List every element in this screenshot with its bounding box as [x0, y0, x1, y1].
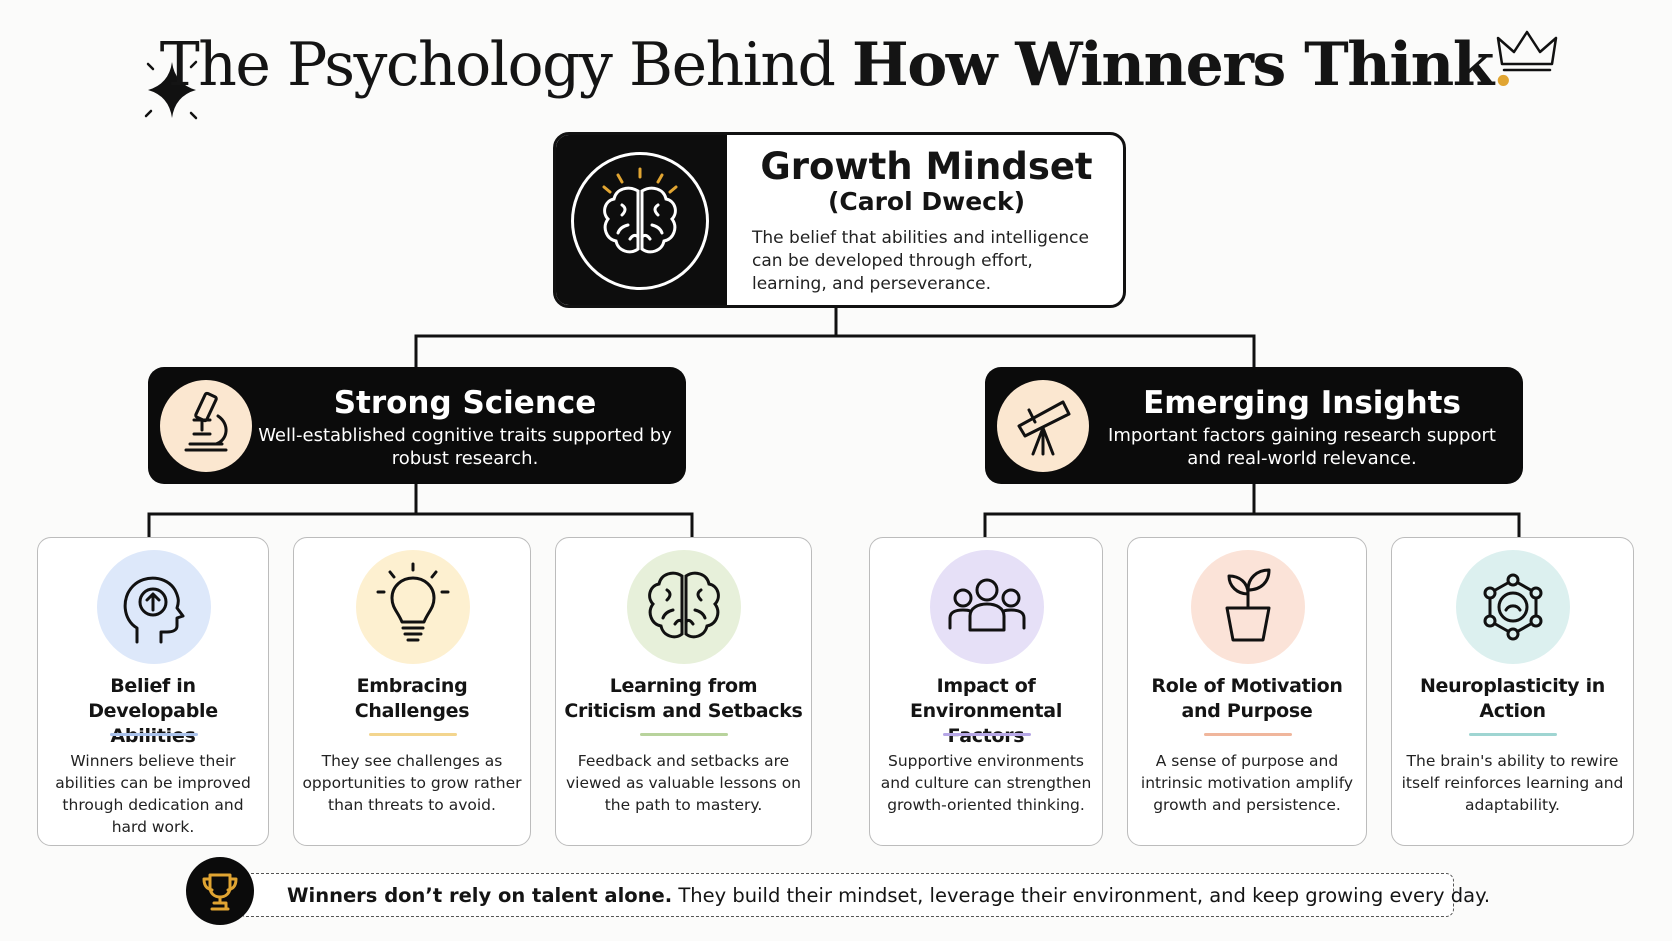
growth-mindset-title: Growth Mindset	[760, 145, 1093, 188]
brain-icon	[602, 167, 678, 254]
card-neuroplasticity: Neuroplasticity in Action The brain's ab…	[1391, 537, 1634, 846]
brain-icon-circle	[571, 152, 709, 290]
card-description: Supportive environments and culture can …	[880, 752, 1092, 814]
card-environmental-factors: Impact of Environmental Factors Supporti…	[869, 537, 1103, 846]
card-description: The brain's ability to rewire itself rei…	[1401, 752, 1624, 814]
growth-mindset-icon-panel	[556, 135, 727, 305]
microscope-icon-circle	[160, 380, 252, 472]
card-underline	[110, 733, 198, 736]
plant-icon	[1225, 568, 1271, 642]
strong-science-description: Well-established cognitive traits suppor…	[258, 425, 672, 469]
title-bold: How Winners Think	[852, 30, 1494, 100]
group-icon-circle	[930, 550, 1044, 664]
strong-science-title: Strong Science	[333, 385, 597, 421]
card-underline	[1204, 733, 1292, 736]
network-icon	[1483, 573, 1543, 641]
group-icon	[948, 578, 1026, 632]
card-description: Winners believe their abilities can be i…	[55, 752, 251, 836]
card-description: They see challenges as opportunities to …	[302, 752, 522, 814]
card-description: A sense of purpose and intrinsic motivat…	[1140, 752, 1354, 814]
card-learning-from-criticism: Learning from Criticism and Setbacks Fee…	[555, 537, 812, 846]
network-icon-circle	[1456, 550, 1570, 664]
card-title: Neuroplasticity in Action	[1419, 675, 1606, 722]
card-title: Belief in Developable Abilities	[88, 675, 218, 747]
card-underline	[640, 733, 728, 736]
microscope-icon	[184, 391, 228, 452]
emerging-insights-title: Emerging Insights	[1143, 385, 1461, 421]
category-strong-science: Strong Science Well-established cognitiv…	[148, 367, 686, 484]
telescope-icon-circle	[997, 380, 1089, 472]
growth-mindset-subtitle: (Carol Dweck)	[827, 187, 1026, 216]
lightbulb-icon	[376, 562, 450, 642]
card-underline	[943, 733, 1031, 736]
bottom-banner: Winners don’t rely on talent alone. They…	[238, 873, 1490, 917]
trophy-icon	[202, 873, 238, 911]
growth-mindset-description: The belief that abilities and intelligen…	[752, 228, 1089, 294]
title-regular: The Psychology Behind	[159, 30, 853, 100]
banner-bold-text: Winners don’t rely on talent alone.	[287, 884, 673, 907]
brain-icon	[648, 571, 720, 639]
card-title: Learning from Criticism and Setbacks	[564, 675, 803, 722]
sparkle-icon	[144, 60, 198, 120]
telescope-icon	[1017, 400, 1071, 456]
banner-text: Winners don’t rely on talent alone. They…	[287, 884, 1490, 907]
card-developable-abilities: Belief in Developable Abilities Winners …	[37, 537, 269, 846]
trophy-icon-circle	[186, 857, 254, 925]
card-title: Impact of Environmental Factors	[909, 675, 1063, 747]
card-underline	[369, 733, 457, 736]
category-emerging-insights: Emerging Insights Important factors gain…	[985, 367, 1523, 484]
banner-regular-text: They build their mindset, leverage their…	[672, 884, 1491, 907]
head-growth-icon-circle	[97, 550, 211, 664]
emerging-insights-description: Important factors gaining research suppo…	[1108, 425, 1496, 469]
card-motivation-purpose: Role of Motivation and Purpose A sense o…	[1127, 537, 1367, 846]
growth-mindset-card: Growth Mindset (Carol Dweck) The belief …	[553, 132, 1126, 308]
card-embracing-challenges: Embracing Challenges They see challenges…	[293, 537, 531, 846]
page-title: The Psychology Behind How Winners Think.	[0, 30, 1672, 100]
crown-icon	[1496, 30, 1558, 72]
card-underline	[1469, 733, 1557, 736]
brain-icon-circle	[627, 550, 741, 664]
card-title: Embracing Challenges	[354, 675, 470, 722]
head-growth-icon	[123, 576, 185, 644]
lightbulb-icon-circle	[356, 550, 470, 664]
plant-icon-circle	[1191, 550, 1305, 664]
card-title: Role of Motivation and Purpose	[1151, 675, 1343, 722]
card-description: Feedback and setbacks are viewed as valu…	[565, 752, 801, 814]
